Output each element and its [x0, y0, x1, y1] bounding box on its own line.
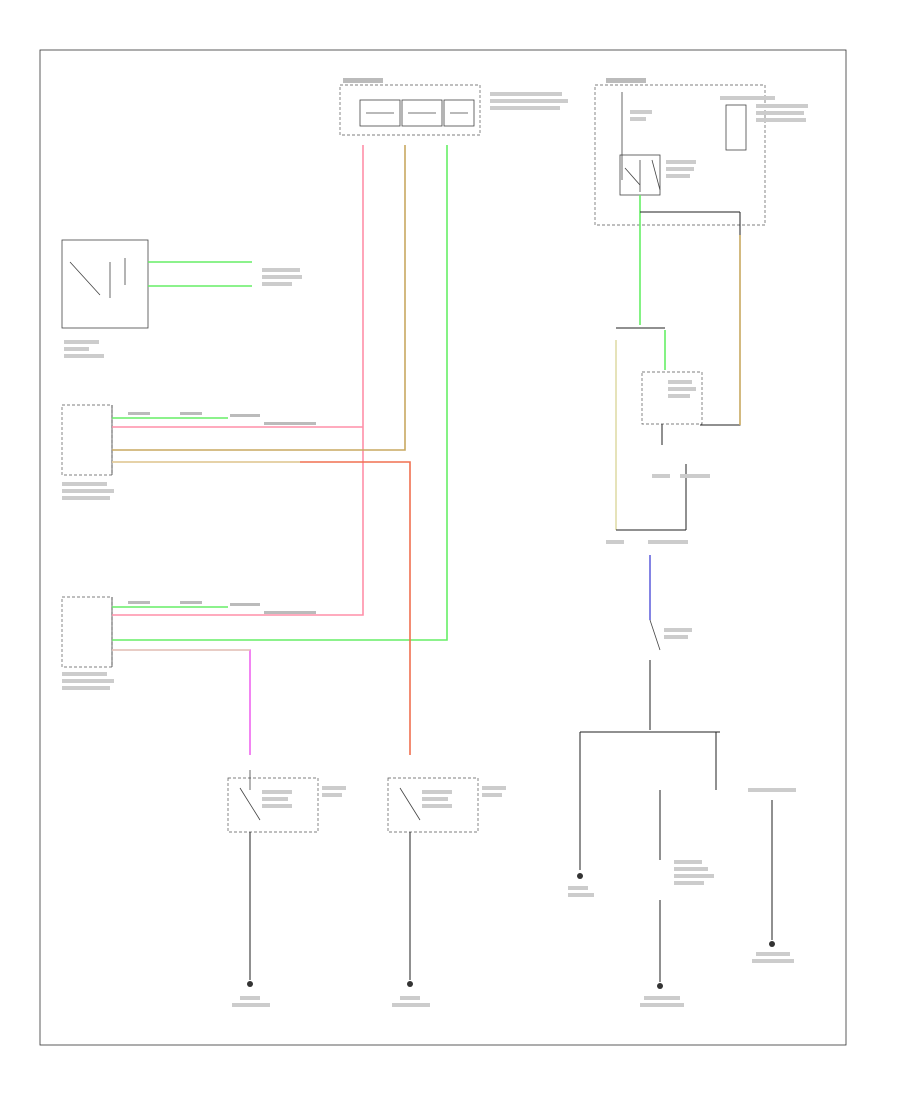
switch-assembly-upper-left — [61, 239, 149, 358]
brake-pedal-switch — [619, 154, 696, 196]
left-front-door-lock-actuator — [387, 777, 506, 833]
wire-green-fuse — [112, 145, 448, 641]
ground-symbol-5 — [769, 941, 775, 947]
right-front-door-module — [61, 596, 114, 690]
right-front-door-lock-actuator — [227, 770, 346, 833]
wire-orange-left — [112, 461, 411, 755]
left-front-door-module — [61, 404, 114, 500]
fuse-block-underhood — [594, 78, 808, 226]
diagram-frame — [39, 49, 847, 1046]
fuse-block-instrument-panel — [339, 78, 568, 136]
wire-tan-fuse — [112, 145, 406, 451]
brake-transmission-shift-interlock — [641, 371, 703, 425]
ground-symbol-1 — [247, 981, 253, 987]
ground-symbol-4 — [657, 983, 663, 989]
wire-pink-fuse — [112, 145, 364, 616]
ground-symbol-3 — [577, 873, 583, 879]
wire-tan-right — [700, 212, 741, 426]
brake-switch-lower — [649, 619, 692, 651]
ground-symbol-2 — [407, 981, 413, 987]
wire-violet-right — [112, 649, 251, 755]
